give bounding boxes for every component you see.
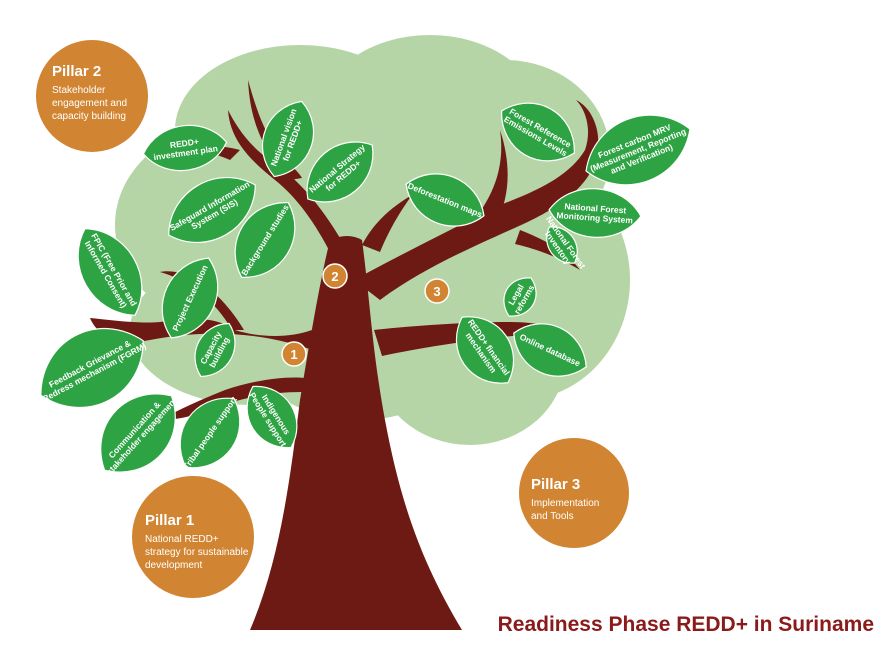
pillar-3: Pillar 3 Implementation and Tools	[519, 438, 629, 548]
leaf-shape	[77, 228, 143, 316]
leaf-shape	[405, 173, 485, 227]
pillar-2-line-2: engagement and	[52, 98, 127, 109]
leaf-shape	[168, 176, 256, 244]
leaf-shape	[513, 323, 587, 377]
leaf-shape	[40, 327, 144, 409]
number-1-label: 1	[290, 347, 297, 362]
branch-left	[90, 318, 318, 352]
branch-upper-left	[228, 110, 348, 268]
pillar-3-title: Pillar 3	[531, 476, 580, 493]
number-2-label: 2	[331, 269, 338, 284]
pillar-1-line-3: development	[145, 560, 202, 571]
leaf-tribal-people-support: Tribal people support	[179, 395, 241, 471]
pillar-1-line-2: strategy for sustainable	[145, 547, 249, 558]
leaf-project-execution: Project Execution	[161, 257, 219, 339]
leaf-background-studies: Background studies	[234, 202, 296, 278]
leaf-shape	[161, 257, 219, 339]
branch-right-up	[470, 130, 508, 225]
leaf-shape	[142, 124, 228, 172]
pillar-2: Pillar 2 Stakeholder engagement and capa…	[36, 40, 148, 152]
trunk-body	[250, 236, 462, 630]
leaf-shape	[503, 277, 537, 317]
leaf-label: National Forest	[564, 201, 627, 215]
number-marker-1: 1	[281, 341, 307, 367]
pillar-2-title: Pillar 2	[52, 63, 101, 80]
leaf-shape	[261, 100, 315, 178]
branch-right	[354, 100, 599, 300]
diagram-title: Readiness Phase REDD+ in Suriname	[498, 613, 874, 636]
leaf-shape	[585, 114, 691, 186]
branch-right-top	[362, 195, 412, 252]
leaf-shape	[100, 393, 176, 473]
leaf-shape	[194, 322, 236, 378]
leaf-shape	[234, 202, 296, 278]
leaf-shape	[548, 188, 642, 238]
leaf-shape	[546, 226, 578, 264]
leaf-shape	[306, 141, 374, 203]
pillar-3-line-2: and Tools	[531, 511, 574, 522]
leaf-label: REDD+	[169, 136, 199, 150]
number-marker-3: 3	[424, 278, 450, 304]
leaf-online-database: Online database	[513, 323, 587, 377]
leaf-shape	[501, 102, 575, 162]
leaf-shape	[246, 385, 298, 449]
pillar-3-line-1: Implementation	[531, 498, 599, 509]
pillar-1-title: Pillar 1	[145, 512, 194, 529]
number-markers: 1 2 3	[281, 263, 450, 367]
number-marker-2: 2	[322, 263, 348, 289]
pillar-1: Pillar 1 National REDD+ strategy for sus…	[132, 476, 254, 598]
leaf-shape	[179, 397, 241, 469]
pillar-2-line-1: Stakeholder	[52, 85, 106, 96]
leaf-shape	[456, 316, 514, 384]
leaf-redd-investment-plan: REDD+investment plan	[142, 124, 228, 172]
leaf-forest-carbon-mrv: Forest carbon MRV(Measurement, Reporting…	[585, 114, 691, 186]
pillar-1-line-1: National REDD+	[145, 534, 219, 545]
number-3-label: 3	[433, 284, 440, 299]
branch-left-fork	[160, 271, 244, 330]
pillar-2-line-3: capacity building	[52, 111, 126, 122]
